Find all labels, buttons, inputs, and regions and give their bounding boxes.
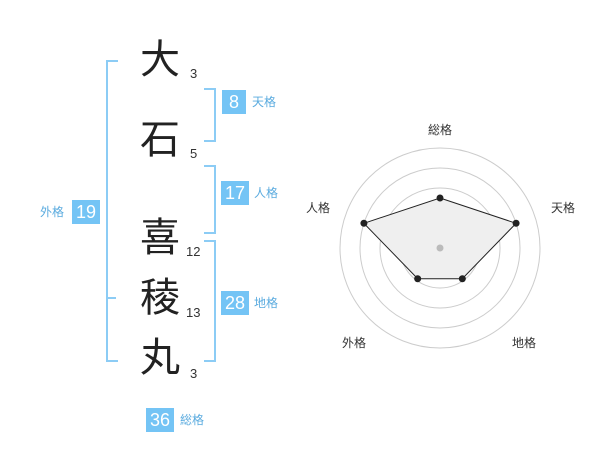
radar-points: [360, 194, 520, 283]
axis-label-soukaku: 総格: [428, 122, 452, 137]
radar-point-5: [360, 219, 368, 227]
soukaku-value-badge: 36: [146, 408, 174, 432]
stroke-count-4: 13: [186, 305, 201, 320]
radar-area: [362, 197, 518, 280]
chikaku-bracket: [204, 240, 216, 362]
radar-point-3: [458, 275, 466, 283]
name-char-5: 丸: [140, 335, 180, 381]
soukaku-label: 総格: [180, 413, 205, 427]
jinkaku-label: 人格: [254, 186, 279, 200]
jinkaku-bracket: [204, 165, 216, 234]
gaikaku-value-badge: 19: [72, 200, 100, 224]
chikaku-value-badge: 28: [221, 291, 249, 315]
radar-point-1: [436, 194, 444, 202]
stroke-count-1: 3: [190, 66, 198, 81]
name-char-2: 石: [140, 117, 180, 163]
axis-label-jinkaku: 人格: [306, 200, 330, 215]
radar-ring: [359, 167, 521, 329]
radar-point-2: [512, 219, 520, 227]
stroke-count-3: 12: [186, 244, 201, 259]
name-char-4: 稜: [140, 275, 180, 321]
radar-ring: [379, 187, 501, 309]
gaikaku-bracket: [106, 60, 118, 362]
name-char-1: 大: [140, 37, 180, 83]
tenkaku-value-badge: 8: [222, 90, 246, 114]
chikaku-label: 地格: [254, 296, 279, 310]
gaikaku-label: 外格: [40, 205, 65, 219]
tenkaku-bracket: [204, 88, 216, 142]
stroke-count-2: 5: [190, 146, 198, 161]
axis-label-gaikaku: 外格: [342, 335, 366, 350]
radar-center-dot: [436, 244, 444, 252]
stroke-count-5: 3: [190, 366, 198, 381]
axis-label-chikaku: 地格: [512, 335, 536, 350]
name-char-3: 喜: [140, 215, 180, 261]
gaikaku-bracket-inner-tick: [106, 297, 116, 299]
tenkaku-label: 天格: [252, 95, 277, 109]
jinkaku-value-badge: 17: [221, 181, 249, 205]
radar-point-4: [414, 275, 422, 283]
radar-ring: [339, 147, 541, 349]
axis-label-tenkaku: 天格: [551, 200, 575, 215]
